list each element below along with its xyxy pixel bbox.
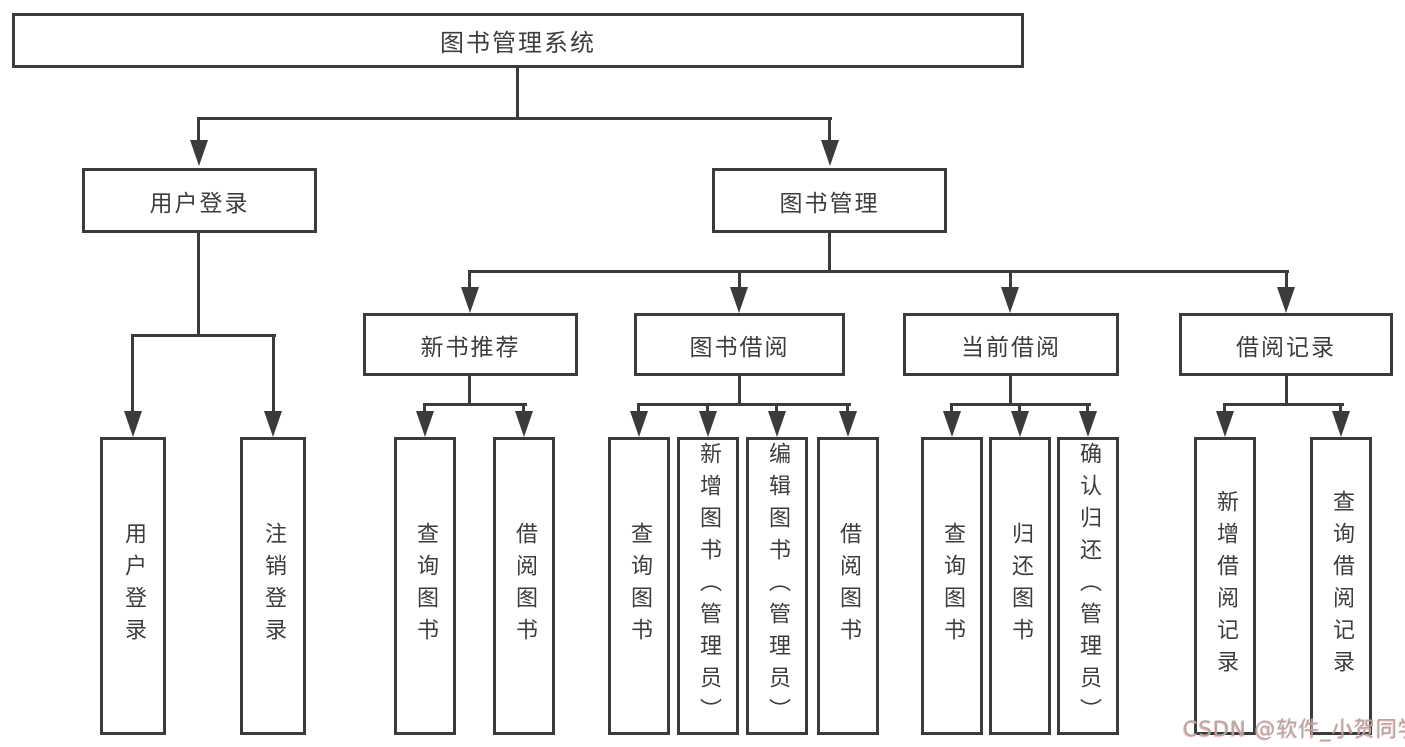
connector-line bbox=[1018, 403, 1021, 414]
arrow-down-icon bbox=[630, 411, 648, 437]
arrow-down-icon bbox=[1216, 411, 1234, 437]
connector-line bbox=[1339, 403, 1342, 414]
connector-line bbox=[522, 403, 525, 414]
connector-line bbox=[423, 403, 527, 406]
node-new-book-recommend: 新书推荐 bbox=[363, 313, 578, 376]
node-user-login-label: 用户登录 bbox=[149, 190, 250, 217]
arrow-down-icon bbox=[730, 287, 748, 313]
leaf-logout: 注销登录 bbox=[240, 437, 306, 735]
node-book-borrowing-label: 图书借阅 bbox=[689, 334, 790, 361]
leaf-query-books-borrowing: 查询图书 bbox=[608, 437, 670, 735]
connector-line bbox=[468, 270, 1289, 273]
arrow-down-icon bbox=[190, 140, 208, 166]
leaf-user-login: 用户登录 bbox=[100, 437, 166, 735]
arrow-down-icon bbox=[124, 411, 142, 437]
connector-line bbox=[197, 117, 200, 143]
connector-line bbox=[775, 403, 778, 414]
leaf-borrow-books-label: 借阅图书 bbox=[836, 522, 861, 650]
arrow-down-icon bbox=[1332, 411, 1350, 437]
node-root-label: 图书管理系统 bbox=[440, 29, 596, 57]
connector-line bbox=[1285, 374, 1288, 406]
node-user-login: 用户登录 bbox=[82, 168, 317, 233]
arrow-down-icon bbox=[1011, 411, 1029, 437]
leaf-query-books-current: 查询图书 bbox=[921, 437, 983, 735]
connector-line bbox=[738, 270, 741, 289]
leaf-add-borrow-record: 新增借阅记录 bbox=[1194, 437, 1256, 735]
connector-line bbox=[131, 334, 134, 413]
node-root: 图书管理系统 bbox=[12, 13, 1024, 68]
leaf-borrow-books-recommend: 借阅图书 bbox=[493, 437, 555, 735]
arrow-down-icon bbox=[416, 411, 434, 437]
arrow-down-icon bbox=[839, 411, 857, 437]
connector-line bbox=[468, 374, 471, 406]
leaf-query-books-current-label: 查询图书 bbox=[940, 522, 965, 650]
connector-line bbox=[1223, 403, 1226, 414]
leaf-confirm-return-admin: 确认归还（管理员） bbox=[1057, 437, 1119, 735]
connector-line bbox=[706, 403, 709, 414]
leaf-query-books-borrowing-label: 查询图书 bbox=[627, 522, 652, 650]
leaf-borrow-books: 借阅图书 bbox=[817, 437, 879, 735]
connector-line bbox=[828, 233, 831, 272]
node-book-management-label: 图书管理 bbox=[779, 190, 880, 217]
connector-line bbox=[950, 403, 953, 414]
connector-line bbox=[131, 334, 276, 337]
connector-line bbox=[1086, 403, 1089, 414]
leaf-confirm-return-admin-label: 确认归还（管理员） bbox=[1076, 442, 1101, 730]
node-book-management: 图书管理 bbox=[712, 168, 947, 233]
connector-line bbox=[516, 68, 519, 120]
arrow-down-icon bbox=[1079, 411, 1097, 437]
connector-line bbox=[637, 403, 640, 414]
node-current-borrowing: 当前借阅 bbox=[903, 313, 1119, 376]
leaf-edit-books-admin-label: 编辑图书（管理员） bbox=[765, 442, 790, 730]
connector-line bbox=[272, 334, 275, 413]
connector-line bbox=[637, 403, 851, 406]
leaf-add-books-admin-label: 新增图书（管理员） bbox=[696, 442, 721, 730]
connector-line bbox=[828, 117, 831, 143]
connector-line bbox=[197, 117, 832, 120]
arrow-down-icon bbox=[943, 411, 961, 437]
leaf-borrow-books-recommend-label: 借阅图书 bbox=[512, 522, 537, 650]
leaf-add-borrow-record-label: 新增借阅记录 bbox=[1213, 490, 1238, 682]
arrow-down-icon bbox=[1001, 287, 1019, 313]
arrow-down-icon bbox=[821, 140, 839, 166]
arrow-down-icon bbox=[264, 411, 282, 437]
connector-line bbox=[1009, 270, 1012, 289]
node-current-borrowing-label: 当前借阅 bbox=[961, 334, 1061, 361]
leaf-return-books: 归还图书 bbox=[989, 437, 1051, 735]
leaf-edit-books-admin: 编辑图书（管理员） bbox=[746, 437, 808, 735]
node-new-book-recommend-label: 新书推荐 bbox=[420, 334, 521, 361]
leaf-query-borrow-record: 查询借阅记录 bbox=[1310, 437, 1372, 735]
leaf-add-books-admin: 新增图书（管理员） bbox=[677, 437, 739, 735]
leaf-logout-label: 注销登录 bbox=[261, 522, 286, 650]
watermark: CSDN @软件_小贺同学 bbox=[1183, 717, 1405, 741]
connector-line bbox=[197, 233, 200, 336]
connector-line bbox=[468, 270, 471, 289]
node-borrowing-records: 借阅记录 bbox=[1179, 313, 1393, 376]
node-book-borrowing: 图书借阅 bbox=[634, 313, 845, 376]
leaf-user-login-label: 用户登录 bbox=[121, 522, 146, 650]
arrow-down-icon bbox=[699, 411, 717, 437]
arrow-down-icon bbox=[461, 287, 479, 313]
arrow-down-icon bbox=[768, 411, 786, 437]
connector-line bbox=[423, 403, 426, 414]
arrow-down-icon bbox=[1277, 287, 1295, 313]
connector-line bbox=[1285, 270, 1288, 289]
node-borrowing-records-label: 借阅记录 bbox=[1236, 334, 1336, 361]
connector-line bbox=[846, 403, 849, 414]
connector-line bbox=[738, 374, 741, 406]
connector-line bbox=[1223, 403, 1344, 406]
leaf-query-borrow-record-label: 查询借阅记录 bbox=[1329, 490, 1354, 682]
leaf-query-books-recommend-label: 查询图书 bbox=[413, 522, 438, 650]
arrow-down-icon bbox=[515, 411, 533, 437]
connector-line bbox=[1009, 374, 1012, 406]
leaf-query-books-recommend: 查询图书 bbox=[394, 437, 456, 735]
leaf-return-books-label: 归还图书 bbox=[1008, 522, 1033, 650]
